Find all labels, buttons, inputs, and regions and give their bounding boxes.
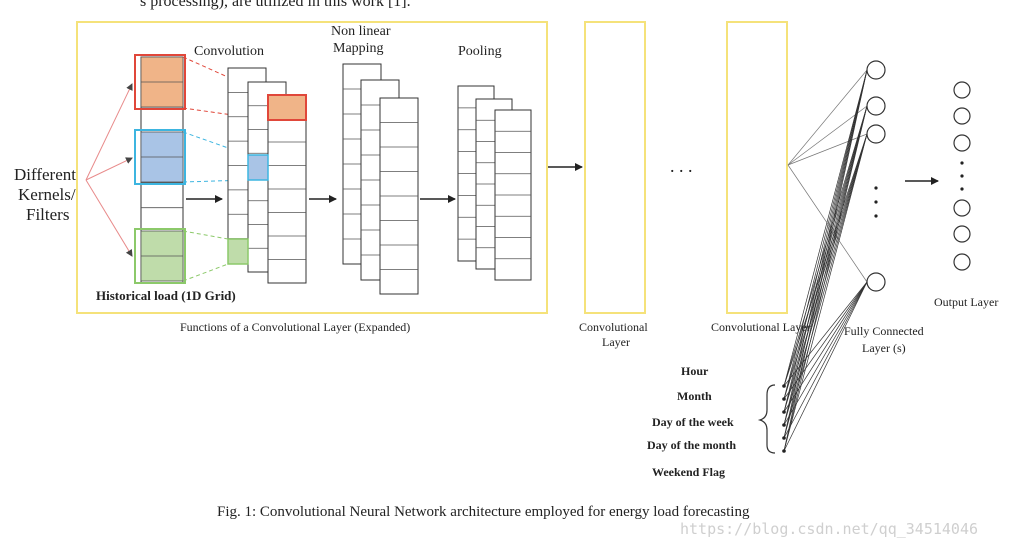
kernel-arrow-blue — [85, 157, 133, 181]
feature-input-dot — [782, 384, 786, 388]
feature-to-fc-connection — [783, 105, 868, 426]
feature-to-fc-connection — [783, 281, 868, 452]
conv-to-fc-connection — [787, 133, 868, 166]
network-connections — [783, 69, 868, 452]
fc-dot — [874, 214, 878, 218]
output-node — [953, 253, 971, 271]
fc-node — [866, 60, 886, 80]
feature-to-fc-connection — [783, 69, 868, 387]
conv-to-fc-connection — [787, 164, 868, 283]
blue-kernel-outline — [134, 129, 186, 185]
watermark: https://blog.csdn.net/qq_34514046 — [680, 520, 978, 538]
feature-input-dot — [782, 423, 786, 427]
pooling-maps — [457, 85, 532, 281]
feature-to-fc-connection — [783, 69, 868, 426]
output-layer-label: Output Layer — [934, 295, 998, 309]
fc-dot — [874, 200, 878, 204]
functions-label: Functions of a Convolutional Layer (Expa… — [180, 320, 410, 334]
feature-to-fc-connection — [783, 281, 868, 439]
expanded-layer-box — [76, 21, 548, 314]
feature-to-fc-connection — [783, 69, 868, 452]
kernels-label-line2: Kernels/ — [18, 185, 76, 204]
feature-to-fc-connection — [783, 69, 868, 439]
conv-to-fc-connection — [787, 105, 868, 166]
conv-layer-1-label-line2: Layer — [602, 335, 630, 349]
convolutional-layer-1 — [584, 21, 646, 314]
feature-label: Day of the month — [647, 438, 736, 452]
feature-label: Hour — [681, 364, 709, 378]
convolutional-layer-2 — [726, 21, 788, 314]
top-text-fragment: s processing), are utilized in this work… — [140, 0, 411, 10]
conv-blue-result-cell — [247, 154, 269, 181]
nonlinear-map-front — [379, 97, 419, 295]
output-node — [953, 81, 971, 99]
nonlinear-label-line1: Non linear — [331, 24, 391, 39]
output-node — [953, 134, 971, 152]
nonlinear-label-line2: Mapping — [333, 41, 384, 56]
conv-map-front — [267, 94, 307, 284]
feature-to-fc-connection — [783, 281, 868, 413]
conv-to-fc-connection — [787, 69, 868, 166]
feature-to-fc-connection — [783, 281, 868, 400]
nonlinear-mapping-maps — [342, 63, 419, 295]
feature-label: Day of the week — [652, 415, 734, 429]
output-layer-nodes — [953, 81, 971, 271]
green-projection-top — [182, 230, 229, 240]
layer-ellipsis: . . . — [670, 156, 693, 176]
feature-input-dot — [782, 436, 786, 440]
pooling-label: Pooling — [458, 44, 502, 59]
output-node — [953, 225, 971, 243]
fully-connected-label-line1: Fully Connected — [844, 324, 924, 338]
output-dot — [960, 187, 964, 191]
feature-to-fc-connection — [783, 281, 868, 426]
kernels-label-line1: Different — [14, 165, 76, 184]
conv-layer-2-label: Convolutional Layer — [711, 320, 811, 334]
feature-to-fc-connection — [783, 281, 868, 387]
kernel-arrow-orange — [85, 83, 133, 181]
convolution-label: Convolution — [194, 44, 264, 59]
kernel-arrow-green — [85, 179, 133, 257]
kernel-fan-arrows — [85, 83, 133, 257]
output-node — [953, 199, 971, 217]
output-ellipsis-dots — [960, 161, 964, 191]
fc-dot — [874, 186, 878, 190]
fc-node — [866, 272, 886, 292]
fc-ellipsis-dots — [874, 186, 878, 218]
fully-connected-nodes — [866, 60, 886, 292]
blue-projection-bottom — [182, 179, 249, 183]
fully-connected-label-line2: Layer (s) — [862, 341, 906, 355]
conv-green-result-cell — [227, 238, 249, 265]
kernels-label-line3: Filters — [26, 205, 69, 224]
feature-input-dot — [782, 410, 786, 414]
feature-label: Weekend Flag — [652, 465, 725, 479]
feature-input-dot — [782, 397, 786, 401]
feature-brace — [757, 384, 776, 454]
historical-load-grid — [134, 54, 186, 284]
figure-caption: Fig. 1: Convolutional Neural Network arc… — [217, 504, 750, 520]
feature-to-fc-connection — [783, 105, 868, 452]
green-projection-bottom — [182, 263, 229, 282]
orange-kernel-outline — [134, 54, 186, 110]
conv-layer-1-label-line1: Convolutional — [579, 320, 648, 334]
feature-to-fc-connection — [783, 105, 868, 439]
convolution-feature-maps — [227, 67, 307, 284]
fc-node — [866, 96, 886, 116]
feature-input-dot — [782, 449, 786, 453]
conv-orange-result-cell — [267, 94, 307, 121]
feature-label: Month — [677, 389, 712, 403]
feature-to-fc-connection — [783, 69, 868, 400]
feature-to-fc-connection — [783, 133, 868, 452]
pooling-map-front — [494, 109, 532, 281]
output-dot — [960, 174, 964, 178]
output-dot — [960, 161, 964, 165]
green-kernel-outline — [134, 228, 186, 284]
historical-load-label: Historical load (1D Grid) — [96, 288, 236, 303]
fc-node — [866, 124, 886, 144]
feature-to-fc-connection — [783, 69, 868, 413]
output-node — [953, 107, 971, 125]
